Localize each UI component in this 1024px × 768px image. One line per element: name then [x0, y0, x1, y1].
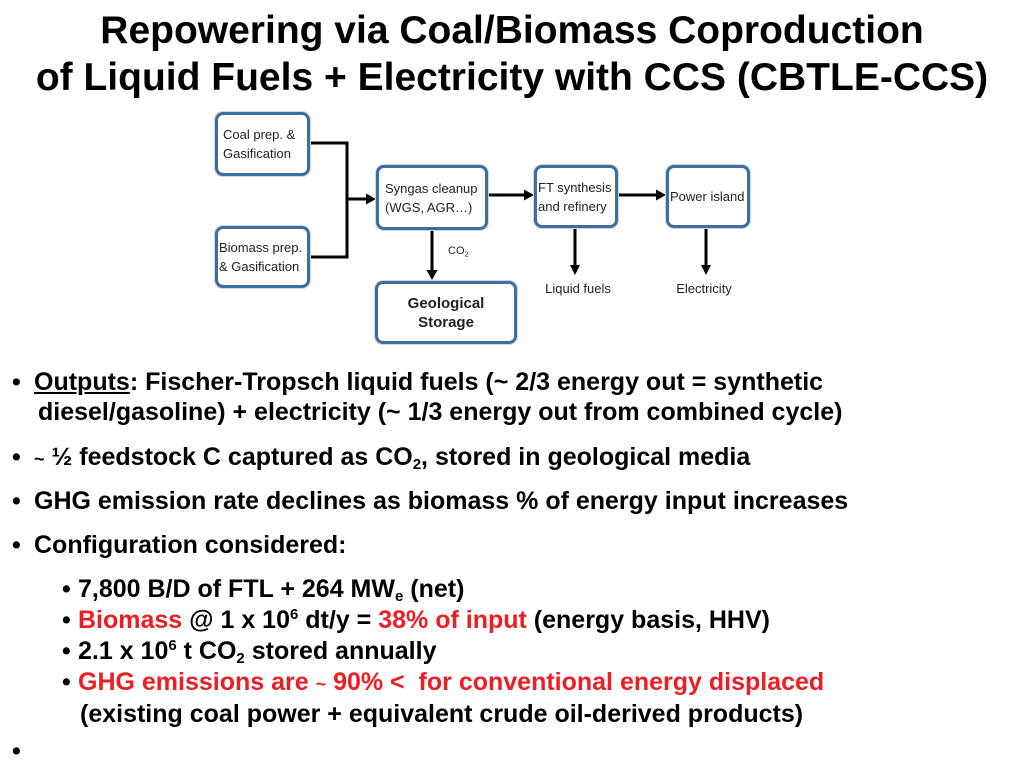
box-label-line: Geological [407, 294, 485, 312]
arrow-co2-to-storage [426, 230, 438, 280]
config-item-production: •7,800 B/D of FTL + 264 MWe (net) [62, 574, 464, 604]
production-subscript: e [394, 587, 404, 605]
geological-storage-box: Geological Storage [375, 281, 517, 344]
config-item-ghg-emissions: •GHG emissions are ~ 90% < for conventio… [62, 667, 824, 699]
sub-bullet-marker: • [62, 668, 71, 696]
outputs-text: : Fischer-Tropsch liquid fuels (~ 2/3 en… [129, 368, 824, 396]
biomass-rate-unit: dt/y = [298, 606, 379, 634]
co2-label: CO2 [448, 243, 469, 259]
electricity-label: Electricity [676, 281, 732, 296]
sub-bullet-marker: • [62, 575, 71, 603]
title-line-1: Repowering via Coal/Biomass Coproduction [100, 9, 924, 52]
co2-stored-exponent: 6 [168, 637, 177, 654]
box-label-line: (WGS, AGR…) [385, 199, 473, 215]
co2-stored-mid: t CO [176, 637, 237, 665]
box-label-line: & Gasification [219, 259, 300, 274]
bullet-outputs: • Outputs: Fischer-Tropsch liquid fuels (… [12, 367, 823, 397]
arrow-syngas-to-ft [488, 189, 534, 201]
ghg-emissions-highlight: GHG emissions are [78, 668, 316, 696]
bullet-carbon-capture: • ~ ½ feedstock C captured as CO2, stored… [12, 442, 750, 474]
bullet-marker: • [12, 737, 21, 765]
ghg-emissions-highlight-rest: 90% < for conventional energy displaced [326, 668, 825, 696]
box-label-line: Gasification [223, 146, 291, 161]
configuration-heading: Configuration considered: [34, 531, 347, 559]
config-item-ghg-emissions-continuation: (existing coal power + equivalent crude … [80, 699, 803, 729]
co2-stored-subscript: 2 [236, 649, 245, 667]
arrow-electricity-output [701, 228, 711, 275]
box-label-line: FT synthesis [538, 179, 612, 195]
biomass-rate-text: @ 1 x 10 [182, 606, 290, 634]
arrow-liquid-fuels-output [570, 228, 580, 275]
ghg-rate-text: GHG emission rate declines as biomass % … [34, 487, 849, 515]
ghg-emissions-note: (existing coal power + equivalent crude … [80, 700, 804, 728]
box-label-line: Power island [670, 189, 745, 204]
power-island-box: Power island [666, 165, 750, 228]
arrow-to-syngas-cleanup [347, 193, 376, 205]
sub-bullet-marker: • [62, 637, 71, 665]
ft-synthesis-box: FT synthesis and refinery [534, 165, 618, 228]
empty-bullet: • [12, 736, 34, 766]
biomass-gasification-box: Biomass prep. & Gasification [215, 226, 310, 288]
capture-rest: , stored in geological media [421, 443, 751, 471]
outputs-text-line-2: diesel/gasoline) + electricity (~ 1/3 en… [38, 398, 843, 426]
co2-label-subscript: 2 [464, 249, 469, 259]
bullet-outputs-continuation: diesel/gasoline) + electricity (~ 1/3 en… [38, 397, 842, 427]
bullet-marker: • [12, 368, 21, 396]
bullet-configuration: • Configuration considered: [12, 530, 347, 560]
biomass-rate-exponent: 6 [290, 606, 299, 623]
liquid-fuels-label: Liquid fuels [545, 281, 611, 296]
capture-text: ½ feedstock C captured as CO [44, 443, 413, 471]
co2-stored-text: 2.1 x 10 [78, 637, 169, 665]
coal-gasification-box: Coal prep. & Gasification [215, 112, 310, 176]
production-text: 7,800 B/D of FTL + 264 MW [78, 575, 395, 603]
bullet-marker: • [12, 443, 21, 471]
syngas-cleanup-box: Syngas cleanup (WGS, AGR…) [376, 165, 488, 230]
config-item-co2-stored: •2.1 x 106 t CO2 stored annually [62, 636, 436, 666]
arrow-ft-to-power-island [618, 189, 666, 201]
box-label-line: Syngas cleanup [385, 180, 478, 196]
gasifier-merge-connector [310, 141, 349, 259]
co2-label-text: CO [448, 245, 465, 257]
slide-title: Repowering via Coal/Biomass Coproduction… [0, 7, 1024, 101]
sub-bullet-marker: • [62, 606, 71, 634]
bullet-marker: • [12, 531, 21, 559]
biomass-highlight: Biomass [78, 606, 183, 634]
co2-stored-rest: stored annually [244, 637, 437, 665]
biomass-share-highlight: 38% of input [378, 606, 527, 634]
box-label-line: and refinery [538, 198, 607, 214]
config-item-biomass: •Biomass @ 1 x 106 dt/y = 38% of input (… [62, 605, 770, 635]
box-label-line: Coal prep. & [223, 127, 296, 142]
ghg-emissions-tilde: ~ [315, 674, 327, 694]
outputs-term: Outputs [34, 368, 130, 396]
box-label-line: Biomass prep. [219, 240, 303, 255]
biomass-basis: (energy basis, HHV) [526, 606, 770, 634]
capture-tilde: ~ [34, 449, 45, 469]
title-line-2: of Liquid Fuels + Electricity with CCS (… [35, 56, 989, 99]
capture-subscript: 2 [412, 455, 422, 473]
production-rest: (net) [403, 575, 465, 603]
bullet-ghg-rate: • GHG emission rate declines as biomass %… [12, 486, 848, 516]
box-label-line: Storage [418, 313, 474, 331]
bullet-marker: • [12, 487, 21, 515]
